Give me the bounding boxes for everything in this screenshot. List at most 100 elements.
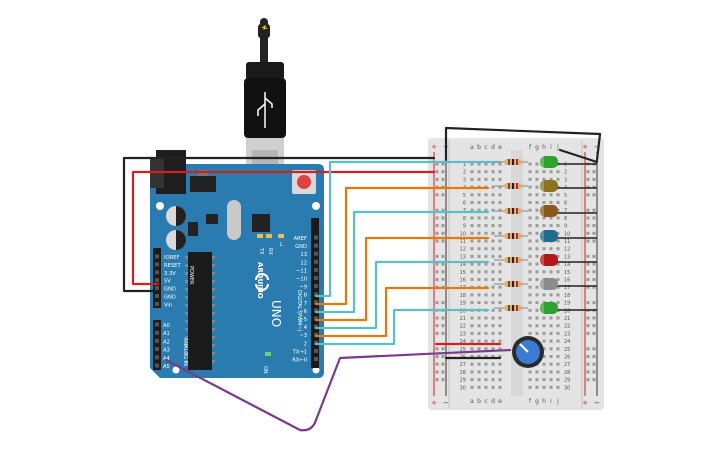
breadboard-hole	[535, 316, 539, 320]
breadboard-hole	[549, 378, 553, 382]
row-number: 16	[460, 278, 466, 284]
breadboard-hole	[484, 331, 488, 335]
breadboard-hole	[477, 347, 481, 351]
row-number: 14	[460, 262, 466, 268]
pin-socket	[314, 267, 318, 272]
breadboard-hole	[549, 370, 553, 374]
breadboard-hole	[556, 347, 560, 351]
pin-socket	[155, 278, 159, 283]
breadboard-hole	[498, 278, 502, 281]
row-number: 11	[564, 239, 570, 245]
breadboard-hole	[477, 239, 481, 243]
breadboard-hole	[556, 285, 560, 289]
breadboard-hole	[477, 378, 481, 382]
row-number: 20	[564, 308, 570, 314]
resistor-band	[512, 183, 514, 189]
breadboard-hole	[477, 278, 481, 281]
breadboard-hole	[535, 308, 539, 312]
ic-pin	[185, 296, 188, 299]
breadboard-hole	[498, 293, 502, 297]
arduino-uno-board: TX RX L ON ARDUINO UNO DIGITAL (PWM~) AN…	[150, 150, 324, 378]
resistor-band	[508, 159, 510, 165]
breadboard-hole	[542, 224, 546, 228]
rail-hole	[435, 378, 439, 382]
column-letter: g	[535, 398, 539, 405]
breadboard-hole	[528, 201, 532, 204]
breadboard-hole	[470, 216, 474, 220]
rail-sign: +	[431, 143, 437, 151]
rail-hole	[592, 254, 596, 258]
row-number: 18	[564, 293, 570, 299]
power-header-label: POWER	[188, 266, 194, 285]
resistor-band	[508, 257, 510, 263]
on-label: ON	[262, 366, 268, 374]
pin-socket	[314, 243, 318, 248]
pin-label: ~3	[299, 333, 307, 339]
wire-pin-6	[314, 210, 490, 314]
row-number: 12	[564, 247, 570, 253]
row-number: 17	[564, 285, 570, 291]
resistor-band	[508, 305, 510, 311]
pin-socket	[314, 292, 318, 297]
breadboard-hole	[484, 247, 488, 251]
breadboard-hole	[498, 301, 502, 305]
breadboard-hole	[484, 262, 488, 266]
breadboard-hole	[491, 262, 495, 266]
breadboard-hole	[528, 316, 532, 320]
row-number: 22	[460, 324, 466, 330]
row-number: 11	[460, 239, 466, 245]
rail-hole	[586, 239, 590, 243]
breadboard-hole	[535, 208, 539, 212]
rail-sign: −	[443, 399, 449, 407]
row-number: 27	[460, 362, 466, 368]
rail-hole	[586, 262, 590, 266]
rail-hole	[586, 254, 590, 258]
breadboard-hole	[556, 262, 560, 266]
resistor-band	[516, 257, 518, 263]
pin-label: A3	[163, 348, 170, 354]
breadboard-hole	[542, 378, 546, 382]
breadboard-hole	[498, 185, 502, 189]
breadboard-hole	[549, 216, 553, 220]
pin-label: GND	[164, 295, 176, 301]
ic-pin	[212, 344, 215, 347]
pin-socket	[314, 251, 318, 256]
led-highlight	[540, 230, 544, 242]
column-letter: h	[542, 398, 546, 405]
breadboard-hole	[498, 339, 502, 343]
breadboard-hole	[470, 208, 474, 212]
rail-sign: +	[431, 399, 437, 407]
breadboard-hole	[542, 355, 546, 358]
breadboard-hole	[528, 177, 532, 181]
pin-label: Vin	[164, 302, 172, 308]
breadboard-hole	[470, 301, 474, 305]
breadboard: 1122334455667788991010111112121313141415…	[428, 138, 604, 410]
rail-hole	[441, 170, 445, 174]
rail-hole	[441, 162, 445, 166]
rail-sign: −	[594, 399, 600, 407]
ic-pin	[212, 328, 215, 331]
rail-hole	[586, 270, 590, 274]
breadboard-hole	[470, 201, 474, 204]
breadboard-hole	[528, 285, 532, 289]
breadboard-hole	[484, 216, 488, 220]
rail-hole	[592, 262, 596, 266]
column-letter: b	[477, 398, 481, 405]
breadboard-hole	[528, 301, 532, 305]
pin-socket	[155, 330, 159, 335]
breadboard-hole	[535, 170, 539, 174]
breadboard-hole	[477, 193, 481, 197]
rail-hole	[592, 316, 596, 320]
breadboard-hole	[556, 231, 560, 235]
wire-gnd	[122, 156, 436, 293]
ic-pin	[185, 272, 188, 275]
breadboard-hole	[477, 370, 481, 374]
breadboard-hole	[484, 177, 488, 181]
breadboard-hole	[535, 285, 539, 289]
breadboard-hole	[549, 362, 553, 366]
breadboard-hole	[498, 247, 502, 251]
breadboard-hole	[498, 347, 502, 351]
pin-socket	[314, 316, 318, 321]
breadboard-hole	[498, 239, 502, 243]
resistor-band	[516, 159, 518, 165]
